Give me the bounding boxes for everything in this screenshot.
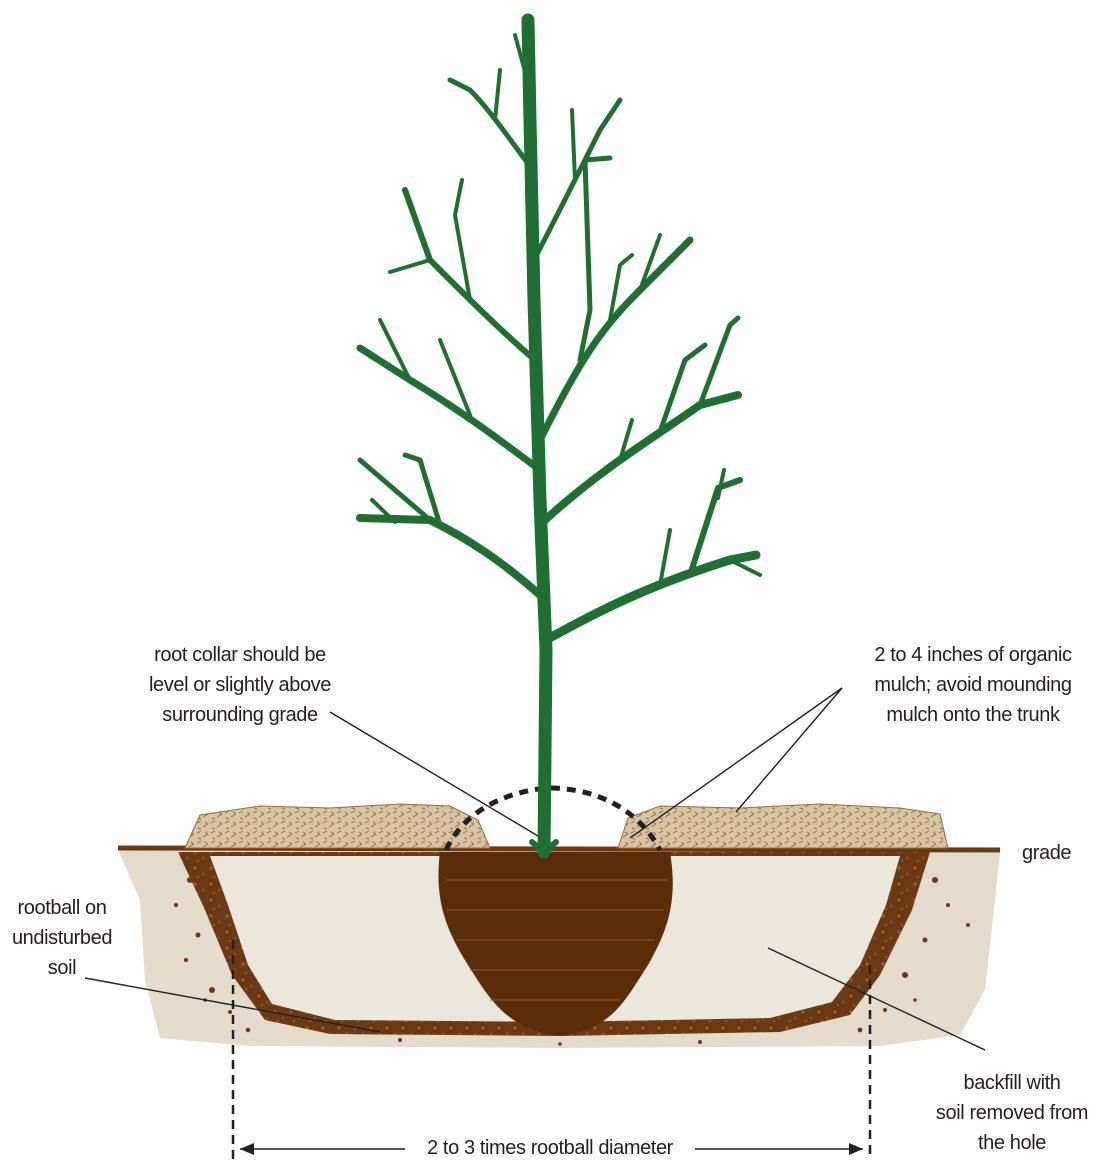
grade-text: grade [1022,838,1092,868]
root-collar-label: root collar should be level or slightly … [110,640,370,730]
backfill-line-3: the hole [920,1128,1104,1158]
rootball-line-1: rootball on [0,893,124,923]
mulch-right [618,804,948,848]
backfill-line-1: backfill with [920,1068,1104,1098]
diameter-text: 2 to 3 times rootball diameter [405,1133,695,1162]
mulch-label: 2 to 4 inches of organic mulch; avoid mo… [848,640,1098,730]
grade-label: grade [1022,838,1092,868]
root-collar-line-2: level or slightly above [110,670,370,700]
rootball-line-2: undisturbed [0,923,124,953]
root-collar-line-1: root collar should be [110,640,370,670]
mulch-line-2: mulch; avoid mounding [848,670,1098,700]
diameter-label: 2 to 3 times rootball diameter [405,1133,695,1162]
backfill-line-2: soil removed from [920,1098,1104,1128]
rootball-label: rootball on undisturbed soil [0,893,124,983]
backfill-label: backfill with soil removed from the hole [920,1068,1104,1158]
mulch-line-1: 2 to 4 inches of organic [848,640,1098,670]
rootball-line-3: soil [0,953,124,983]
mulch-left [185,804,490,848]
mulch-line-3: mulch onto the trunk [848,700,1098,730]
root-collar-line-3: surrounding grade [110,700,370,730]
tree [360,20,760,852]
